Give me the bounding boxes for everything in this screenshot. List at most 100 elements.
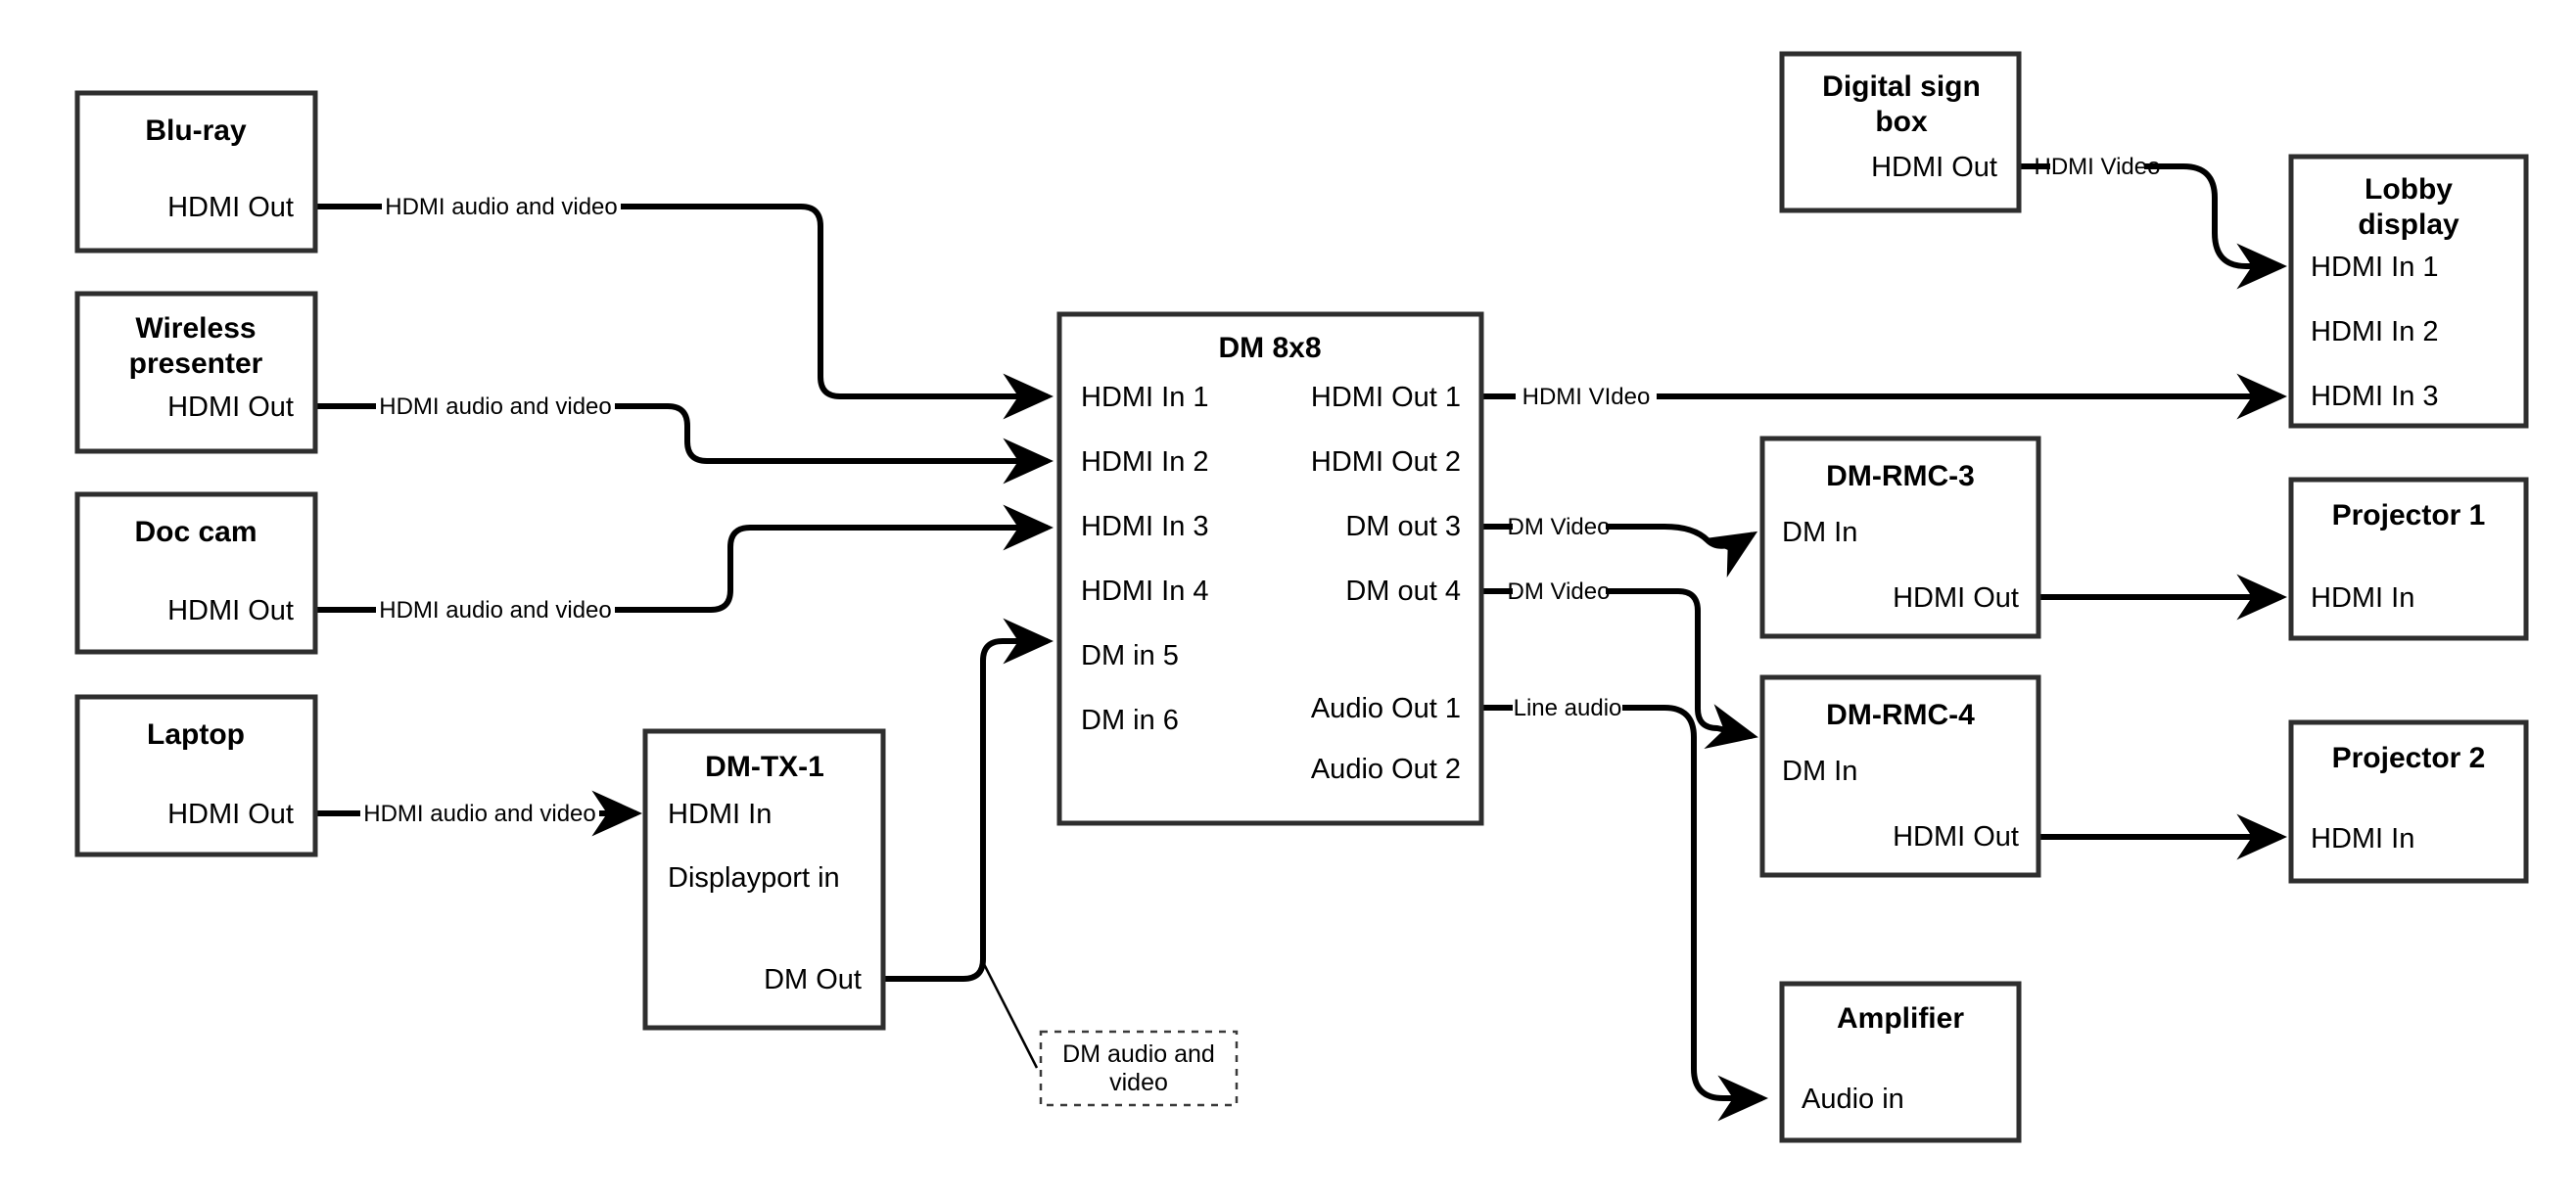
device-projector-1[interactable]: Projector 1 HDMI In <box>2288 477 2529 641</box>
port-hdmi-in: HDMI In <box>2311 582 2414 614</box>
edge-label-doccam: HDMI audio and video <box>379 597 611 624</box>
connection-tx-to-in5[interactable] <box>883 618 1054 982</box>
link-path <box>615 504 1054 613</box>
port-hdmi-out: HDMI Out <box>167 392 294 423</box>
device-title: Blu-ray <box>145 115 247 147</box>
edge-label-laptop: HDMI audio and video <box>363 801 595 827</box>
port-hdmi-out: HDMI Out <box>1871 152 1997 183</box>
port-hdmi-out: HDMI Out <box>1893 821 2019 853</box>
device-digital-sign-box[interactable]: Digital sign box HDMI Out <box>1779 51 2022 213</box>
device-projector-2[interactable]: Projector 2 HDMI In <box>2288 719 2529 884</box>
port-hdmi-in-3: HDMI In 3 <box>1081 511 1209 542</box>
link-path <box>1622 705 1769 1122</box>
device-box <box>1759 674 2041 878</box>
port-dm-in: DM In <box>1782 756 1857 787</box>
edge-label-dmvideo-3: DM Video <box>1508 514 1611 540</box>
device-box <box>74 491 318 655</box>
note-box <box>1039 1030 1239 1107</box>
port-hdmi-out-2: HDMI Out 2 <box>1311 446 1461 478</box>
port-hdmi-in-2: HDMI In 2 <box>2311 316 2439 347</box>
connections-layer: HDMI audio and video HDMI audio and vide… <box>315 154 2288 1122</box>
port-displayport-in: Displayport in <box>668 862 840 894</box>
port-dm-in-5: DM in 5 <box>1081 640 1179 671</box>
device-title-line2: presenter <box>129 347 263 380</box>
device-box <box>2288 477 2529 641</box>
link-path <box>883 618 1054 982</box>
device-box <box>74 291 318 454</box>
port-hdmi-out: HDMI Out <box>167 192 294 223</box>
link-path <box>2144 163 2288 290</box>
device-box <box>74 90 318 254</box>
device-title: DM-RMC-4 <box>1826 699 1975 731</box>
device-title: DM 8x8 <box>1218 332 1321 364</box>
connection-dmout3-to-rmc3[interactable]: DM Video <box>1481 514 1758 578</box>
port-dm-in-6: DM in 6 <box>1081 705 1179 736</box>
port-hdmi-in-4: HDMI In 4 <box>1081 576 1209 607</box>
port-audio-out-1: Audio Out 1 <box>1311 693 1461 724</box>
device-title: DM-RMC-3 <box>1826 460 1975 492</box>
device-laptop[interactable]: Laptop HDMI Out <box>74 694 318 857</box>
device-title-line1: Digital sign <box>1822 70 1981 103</box>
link-path <box>615 403 1054 485</box>
device-box <box>1779 51 2022 213</box>
device-title: DM-TX-1 <box>705 751 824 783</box>
connection-laptop-to-tx[interactable]: HDMI audio and video <box>315 790 643 837</box>
device-blu-ray[interactable]: Blu-ray HDMI Out <box>74 90 318 254</box>
port-hdmi-in-3: HDMI In 3 <box>2311 381 2439 412</box>
device-box <box>2288 719 2529 884</box>
device-doc-cam[interactable]: Doc cam HDMI Out <box>74 491 318 655</box>
link-path <box>621 204 1054 420</box>
port-audio-out-2: Audio Out 2 <box>1311 754 1461 785</box>
connection-wireless-to-in2[interactable]: HDMI audio and video <box>315 393 1054 485</box>
device-dm-tx-1[interactable]: DM-TX-1 HDMI In Displayport in DM Out <box>642 728 886 1031</box>
device-box <box>1056 311 1484 826</box>
port-hdmi-in-1: HDMI In 1 <box>1081 382 1209 413</box>
connection-sign-to-lobby1[interactable]: HDMI Video <box>2019 154 2288 290</box>
port-hdmi-in-1: HDMI In 1 <box>2311 252 2439 283</box>
edge-label-wireless: HDMI audio and video <box>379 393 611 420</box>
port-dm-in: DM In <box>1782 517 1857 548</box>
device-amplifier[interactable]: Amplifier Audio in <box>1779 981 2022 1143</box>
link-path <box>1606 524 1758 578</box>
device-title: Amplifier <box>1837 1002 1964 1035</box>
port-hdmi-in: HDMI In <box>668 799 772 830</box>
port-dm-out-4: DM out 4 <box>1345 576 1461 607</box>
device-dm-rmc-4[interactable]: DM-RMC-4 DM In HDMI Out <box>1759 674 2041 878</box>
port-hdmi-in: HDMI In <box>2311 823 2414 855</box>
note-text-line2: video <box>1109 1069 1168 1096</box>
leader-path <box>982 963 1039 1069</box>
port-dm-out-3: DM out 3 <box>1345 511 1461 542</box>
connection-audio1-to-amp[interactable]: Line audio <box>1481 695 1769 1122</box>
device-title: Projector 2 <box>2332 742 2486 774</box>
port-audio-in: Audio in <box>1802 1084 1904 1115</box>
device-wireless-presenter[interactable]: Wireless presenter HDMI Out <box>74 291 318 454</box>
device-dm-rmc-3[interactable]: DM-RMC-3 DM In HDMI Out <box>1759 436 2041 639</box>
device-dm-8x8[interactable]: DM 8x8 HDMI In 1 HDMI In 2 HDMI In 3 HDM… <box>1056 311 1484 826</box>
connection-bluray-to-in1[interactable]: HDMI audio and video <box>315 194 1054 420</box>
device-box <box>2288 154 2529 429</box>
connection-dmout4-to-rmc4[interactable]: DM Video <box>1481 578 1758 749</box>
edge-label-hdmi-video-out1: HDMI VIdeo <box>1522 384 1651 410</box>
device-title-line2: box <box>1875 106 1928 138</box>
device-box <box>1759 436 2041 639</box>
edge-label-line-audio: Line audio <box>1514 695 1622 721</box>
device-title: Doc cam <box>134 516 257 548</box>
device-title-line1: Lobby <box>2365 173 2453 206</box>
connection-out1-to-lobby3[interactable]: HDMI VIdeo <box>1481 373 2288 420</box>
link-path <box>1606 588 1758 749</box>
note-leader-line <box>982 963 1039 1069</box>
port-hdmi-out: HDMI Out <box>167 799 294 830</box>
device-lobby-display[interactable]: Lobby display HDMI In 1 HDMI In 2 HDMI I… <box>2288 154 2529 429</box>
port-hdmi-out: HDMI Out <box>1893 582 2019 614</box>
port-hdmi-out: HDMI Out <box>167 595 294 626</box>
device-box <box>1779 981 2022 1143</box>
device-title-line2: display <box>2358 208 2459 241</box>
connection-doccam-to-in3[interactable]: HDMI audio and video <box>315 504 1054 624</box>
edge-label-dmvideo-4: DM Video <box>1508 578 1611 605</box>
port-hdmi-out-1: HDMI Out 1 <box>1311 382 1461 413</box>
device-title: Laptop <box>147 718 245 751</box>
device-box <box>74 694 318 857</box>
port-hdmi-in-2: HDMI In 2 <box>1081 446 1209 478</box>
